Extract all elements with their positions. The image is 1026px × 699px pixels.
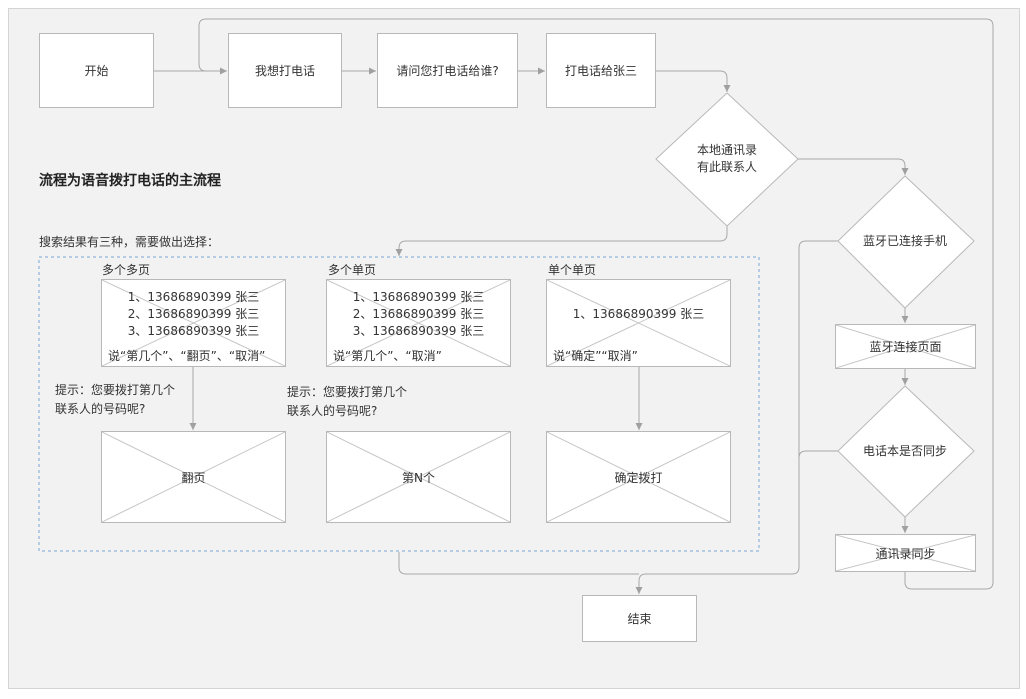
page-title: 流程为语音拨打电话的主流程 [39,173,221,189]
contacts-sync-label: 通讯录同步 [875,546,936,561]
group1-prompt-line1: 提示：您要拨打第几个 [55,383,176,397]
placeholder-cross-icon [102,280,285,366]
node-want-call: 我想打电话 [228,33,342,108]
placeholder-cross-icon [327,280,510,366]
node-ask-who: 请问您打电话给谁? [377,33,518,108]
group1-title: 多个多页 [102,263,151,277]
label-phonebook-synced: 电话本是否同步 [862,444,947,458]
group1-action-label: 翻页 [181,470,206,485]
result-line: 3、13686890399 张三 [127,323,260,338]
group1-prompt-line2: 联系人的号码呢? [55,402,146,416]
placeholder-cross-icon [836,535,975,571]
node-call-zhang: 打电话给张三 [546,33,656,108]
group3-action-label: 确定拨打 [614,470,663,485]
edge-loop-back [198,18,994,590]
node-contacts-sync: 通讯录同步 [835,534,976,572]
node-bt-page: 蓝牙连接页面 [835,324,976,369]
result-line: 1、13686890399 张三 [352,289,485,304]
bt-page-label: 蓝牙连接页面 [869,340,942,354]
diamond-phonebook-synced [837,385,975,518]
group3-voice-tip: 说“确定”“取消” [553,349,638,363]
result-line: 3、13686890399 张三 [352,323,485,338]
edge-local-contact-to-bt [798,158,909,175]
result-line: 2、13686890399 张三 [127,306,260,321]
placeholder-cross-icon [102,432,285,522]
node-start: 开始 [39,33,154,108]
group2-prompt-line2: 联系人的号码呢? [287,404,378,418]
diamond-local-contact [655,92,799,227]
results-container [38,256,760,552]
group2-action: 第N个 [326,431,511,523]
group1-result-list: 1、13686890399 张三 2、13686890399 张三 3、1368… [101,279,286,367]
result-line: 1、13686890399 张三 [127,289,260,304]
diamond-bt-connected [837,175,975,309]
placeholder-cross-icon [327,432,510,522]
node-end: 结束 [582,595,697,642]
result-line: 1、13686890399 张三 [572,306,705,321]
edge-bt-left-to-end [635,240,838,594]
edge-local-contact-to-results [395,226,728,256]
result-line: 2、13686890399 张三 [352,306,485,321]
label-local-contact-line1: 本地通讯录 [696,143,757,157]
edge-results-to-end [398,552,639,575]
group2-title: 多个单页 [328,263,377,277]
group3-action: 确定拨打 [546,431,731,523]
label-local-contact: 本地通讯录 有此联系人 [672,142,782,176]
group3-result-list: 1、13686890399 张三 说“确定”“取消” [546,279,731,367]
group3-title: 单个单页 [548,263,597,277]
group2-result-list: 1、13686890399 张三 2、13686890399 张三 3、1368… [326,279,511,367]
placeholder-cross-icon [547,280,730,366]
group2-prompt: 提示：您要拨打第几个 联系人的号码呢? [287,383,407,421]
label-bt-connected: 蓝牙已连接手机 [862,234,947,248]
group2-action-label: 第N个 [402,470,435,485]
placeholder-cross-icon [547,432,730,522]
search-hint: 搜索结果有三种，需要做出选择： [39,235,220,249]
edge-call-to-local-contact [656,70,731,92]
edge-phonebook-left [798,450,838,459]
group2-prompt-line1: 提示：您要拨打第几个 [287,385,408,399]
group1-prompt: 提示：您要拨打第几个 联系人的号码呢? [55,381,175,419]
placeholder-cross-icon [836,325,975,368]
group2-voice-tip: 说“第几个”、“取消” [333,349,442,363]
group1-action: 翻页 [101,431,286,523]
group1-voice-tip: 说“第几个”、“翻页”、“取消” [108,349,266,363]
label-local-contact-line2: 有此联系人 [696,160,757,174]
